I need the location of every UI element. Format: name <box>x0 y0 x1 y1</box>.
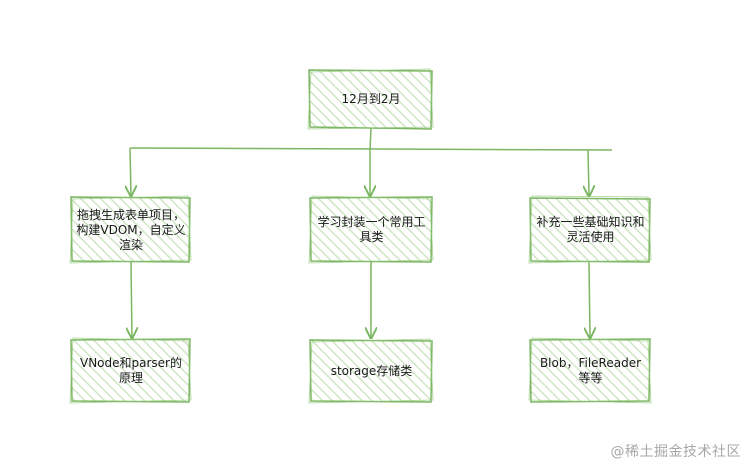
root-node-shape <box>308 69 433 130</box>
child-node-left: VNode和parser的原理 <box>72 340 190 402</box>
node-sketch-strokes <box>69 68 652 404</box>
child-node-label-middle: storage存储类 <box>330 363 413 378</box>
branch-node-shape-left <box>70 196 191 263</box>
branch-node-right: 补充一些基础知识和灵活使用 <box>531 198 650 262</box>
child-node-shape-left <box>70 338 191 403</box>
child-node-sketch-left <box>69 337 192 404</box>
child-node-shape-middle <box>309 339 433 403</box>
branch-node-label-right: 补充一些基础知识和灵活使用 <box>536 215 645 244</box>
branch-node-middle: 学习封装一个常用工具类 <box>311 198 432 262</box>
branch-bar <box>129 147 613 151</box>
connectors <box>129 127 613 338</box>
branch-node-shape-middle <box>309 196 433 263</box>
branch-node-sketch-left <box>69 195 192 264</box>
branch-node-sketch-right <box>528 195 652 264</box>
child-node-sketch-middle <box>308 338 434 404</box>
child-node-label-right: Blob，FileReader等等 <box>539 356 642 385</box>
child-node-right: Blob，FileReader等等 <box>531 340 650 402</box>
branch-line-left <box>130 147 131 196</box>
child-node-sketch-right <box>528 337 652 404</box>
branch-node-label-middle: 学习封装一个常用工具类 <box>317 215 426 244</box>
child-line-right <box>589 261 590 338</box>
child-node-middle: storage存储类 <box>311 340 432 402</box>
node-shapes <box>70 69 651 403</box>
child-line-left <box>131 261 132 338</box>
watermark: @稀土掘金技术社区 <box>610 444 741 460</box>
branch-node-left: 拖拽生成表单项目，构建VDOM，自定义渲染 <box>72 198 190 262</box>
branch-node-sketch-middle <box>308 195 434 264</box>
root-node-label: 12月到2月 <box>341 92 401 106</box>
child-node-shape-right <box>529 338 651 403</box>
root-node: 12月到2月 <box>310 71 432 128</box>
root-trunk <box>369 127 372 151</box>
child-node-label-left: VNode和parser的原理 <box>79 356 182 385</box>
root-node-sketch <box>307 68 434 130</box>
branch-node-shape-right <box>529 197 651 263</box>
branch-line-right <box>588 149 589 196</box>
branch-node-label-left: 拖拽生成表单项目，构建VDOM，自定义渲染 <box>76 207 186 252</box>
